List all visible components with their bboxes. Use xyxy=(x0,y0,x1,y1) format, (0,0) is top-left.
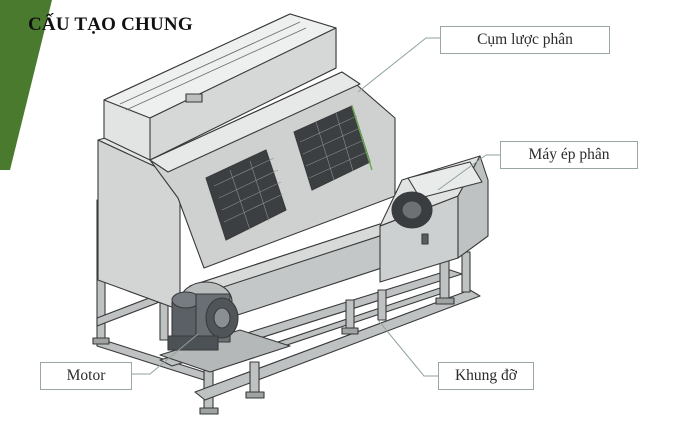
callout-khung-do: Khung đỡ xyxy=(438,362,534,390)
callout-motor: Motor xyxy=(40,362,132,390)
support-frame xyxy=(92,199,481,415)
corner-accent xyxy=(0,0,52,170)
left-screen xyxy=(205,149,287,241)
leader-motor xyxy=(132,333,199,375)
top-hopper xyxy=(103,13,337,161)
callout-cum-luoc-phan: Cụm lược phân xyxy=(440,26,610,54)
callout-label: Cụm lược phân xyxy=(477,31,573,48)
callout-label: Motor xyxy=(66,367,106,384)
leader-khung-do xyxy=(377,319,438,377)
callout-label: Máy ép phân xyxy=(528,146,610,163)
motor-assembly xyxy=(167,291,239,351)
callout-label: Khung đỡ xyxy=(454,367,517,384)
screen-panel xyxy=(149,71,396,269)
press-machine xyxy=(379,155,489,283)
callout-may-ep-phan: Máy ép phân xyxy=(500,141,638,169)
diagram-title: CẤU TẠO CHUNG xyxy=(28,14,193,35)
leader-may-ep-phan xyxy=(437,154,500,191)
leader-cum-luoc-phan xyxy=(357,37,440,93)
machine-body xyxy=(92,13,489,415)
leader-lines xyxy=(132,37,500,377)
